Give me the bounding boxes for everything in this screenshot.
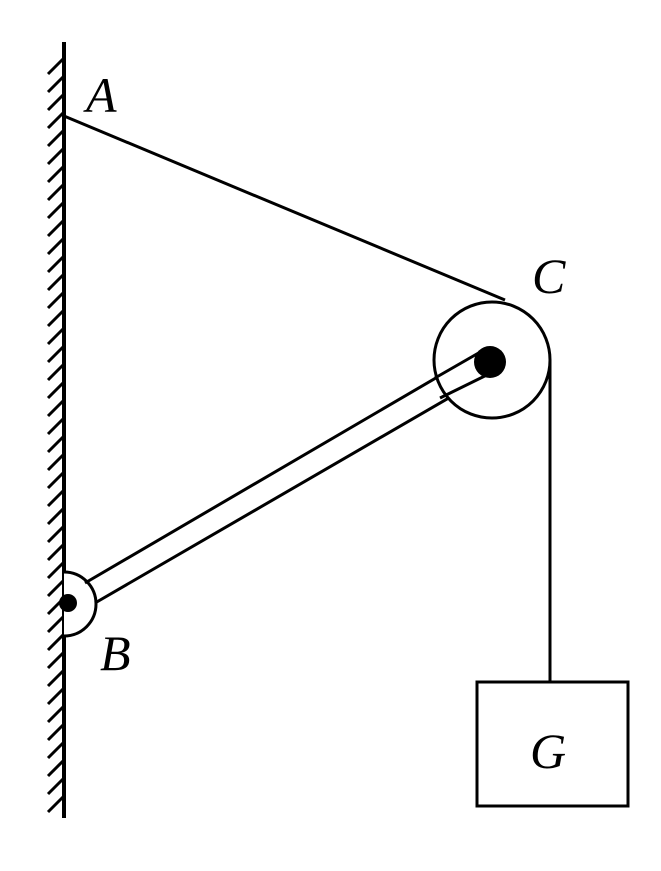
label-c: C xyxy=(532,248,566,304)
wall-hatch-mark xyxy=(46,542,66,562)
wall-hatch-mark xyxy=(46,290,66,310)
wall-hatch-mark xyxy=(46,686,66,706)
wall-hatch-mark xyxy=(46,452,66,472)
wall-hatch-mark xyxy=(46,740,66,760)
wall-hatch-mark xyxy=(46,794,66,814)
wall-hatch-mark xyxy=(46,398,66,418)
label-b: B xyxy=(100,625,131,681)
wall xyxy=(46,42,66,818)
wall-hatch-mark xyxy=(46,380,66,400)
rod-bc-edge-upper xyxy=(84,349,483,585)
wall-hatch-mark xyxy=(46,434,66,454)
wall-hatch-mark xyxy=(46,722,66,742)
wall-hatch-mark xyxy=(46,92,66,112)
wall-hatch-mark xyxy=(46,56,66,76)
wall-hatch-mark xyxy=(46,506,66,526)
wall-hatch-mark xyxy=(46,272,66,292)
wall-hatch-mark xyxy=(46,254,66,274)
hinge-b xyxy=(59,570,98,638)
wall-hatch-mark xyxy=(46,488,66,508)
wall-hatch-mark xyxy=(46,776,66,796)
wall-hatch-mark xyxy=(46,668,66,688)
wall-hatch-mark xyxy=(46,128,66,148)
wall-hatch-mark xyxy=(46,578,66,598)
label-a: A xyxy=(83,67,117,123)
hinge-b-pin xyxy=(59,594,77,612)
wall-hatch-mark xyxy=(46,416,66,436)
wall-hatch-mark xyxy=(46,344,66,364)
weight-box-g xyxy=(475,680,630,808)
wall-hatch-mark xyxy=(46,308,66,328)
wall-hatch-mark xyxy=(46,236,66,256)
rod-bc-edge-lower xyxy=(94,368,498,605)
wall-hatch-mark xyxy=(46,632,66,652)
wall-hatch-mark xyxy=(46,326,66,346)
wall-hatch-mark xyxy=(46,110,66,130)
wall-hatch-mark xyxy=(46,74,66,94)
wall-hatch-mark xyxy=(46,524,66,544)
rod-bc xyxy=(84,349,498,605)
label-g: G xyxy=(530,723,566,779)
wall-hatch-mark xyxy=(46,470,66,490)
wall-hatch-mark xyxy=(46,650,66,670)
wall-hatch-mark xyxy=(46,704,66,724)
wall-hatch-mark xyxy=(46,560,66,580)
wall-hatch-mark xyxy=(46,146,66,166)
rope-a-to-c xyxy=(63,114,506,302)
wall-hatch-mark xyxy=(46,218,66,238)
rod-bc-end-upper xyxy=(434,349,483,380)
wall-hatch-mark xyxy=(46,614,66,634)
wall-hatch-mark xyxy=(46,164,66,184)
wall-hatching xyxy=(46,56,66,814)
wall-hatch-mark xyxy=(46,758,66,778)
wall-hatch-mark xyxy=(46,200,66,220)
wall-hatch-mark xyxy=(46,362,66,382)
pulley-c-axle xyxy=(474,346,506,378)
pulley-c xyxy=(432,300,552,420)
wall-hatch-mark xyxy=(46,182,66,202)
